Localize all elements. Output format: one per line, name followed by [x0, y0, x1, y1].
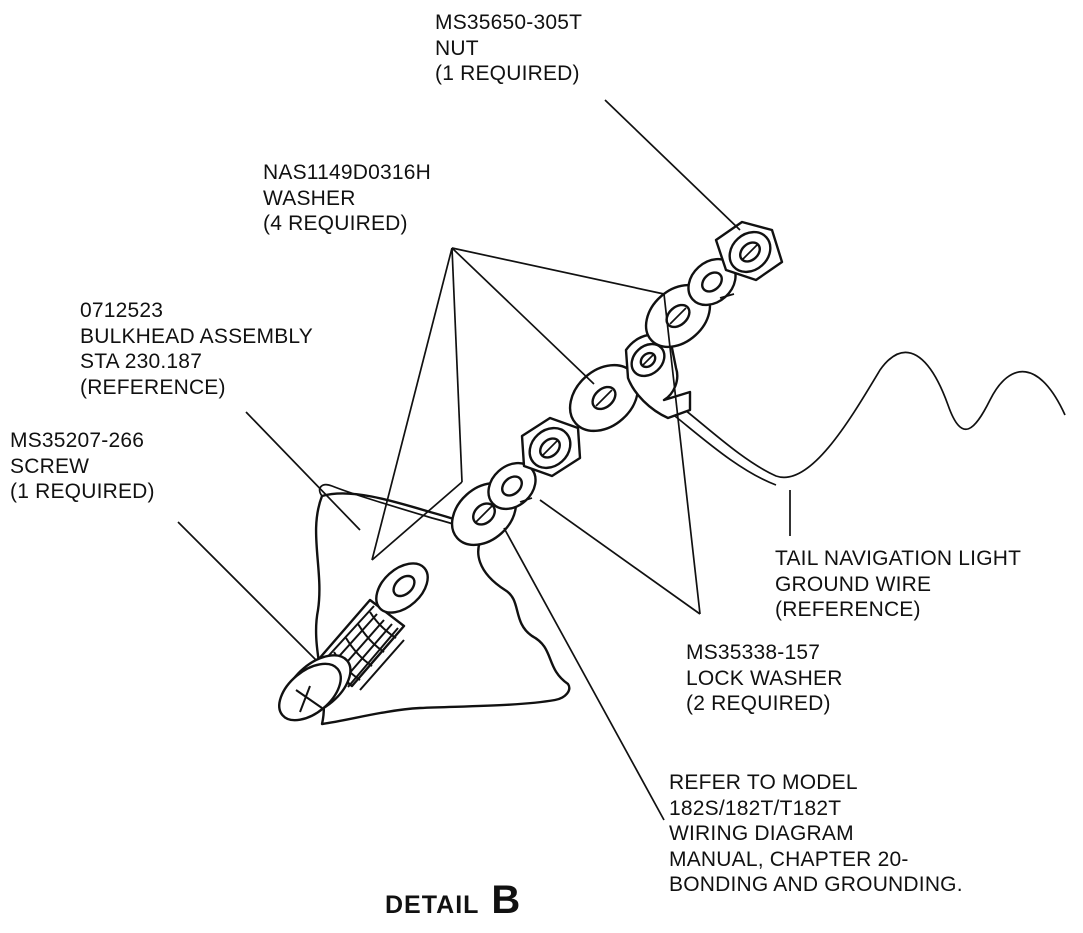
detail-caption: DETAIL B — [385, 878, 520, 923]
nut-1 — [520, 416, 582, 478]
screw — [278, 598, 406, 722]
reference-leader — [503, 527, 665, 821]
lock-washer-1 — [487, 461, 537, 511]
bulkhead-reference: (REFERENCE) — [80, 375, 226, 399]
bulkhead-name: BULKHEAD ASSEMBLY — [80, 324, 313, 348]
bulkhead-label: 0712523 BULKHEAD ASSEMBLY STA 230.187 (R… — [80, 298, 313, 400]
nut-top — [714, 220, 784, 282]
nut-quantity: (1 REQUIRED) — [435, 62, 580, 85]
washer-label: NAS1149D0316H WASHER (4 REQUIRED) — [263, 160, 431, 237]
reference-note-line-2: 182S/182T/T182T — [669, 796, 842, 820]
screw-quantity: (1 REQUIRED) — [10, 480, 155, 503]
washer-callout-lines — [371, 247, 701, 615]
nut-name: NUT — [435, 36, 479, 60]
detail-word: DETAIL — [385, 891, 480, 919]
reference-note: REFER TO MODEL 182S/182T/T182T WIRING DI… — [669, 770, 963, 898]
nut-label: MS35650-305T NUT (1 REQUIRED) — [435, 10, 582, 87]
bulkhead-plate — [314, 492, 571, 726]
nut-leader — [604, 99, 741, 231]
detail-letter: B — [491, 878, 521, 922]
ground-wire-label: TAIL NAVIGATION LIGHT GROUND WIRE (REFER… — [775, 546, 1021, 623]
reference-note-line-5: BONDING AND GROUNDING. — [669, 873, 963, 896]
reference-note-line-4: MANUAL, CHAPTER 20- — [669, 847, 909, 871]
lock-washer-name: LOCK WASHER — [686, 666, 843, 690]
washer-name: WASHER — [263, 186, 356, 210]
ground-wire-inner — [665, 408, 777, 486]
lock-washer-part-number: MS35338-157 — [686, 641, 821, 664]
screw-name: SCREW — [10, 454, 90, 478]
ground-wire-line-3: (REFERENCE) — [775, 598, 921, 621]
screw-leader — [177, 521, 317, 661]
reference-note-line-3: WIRING DIAGRAM — [669, 822, 854, 845]
bulkhead-part-number: 0712523 — [80, 299, 164, 322]
ground-wire-line-1: TAIL NAVIGATION LIGHT — [775, 547, 1022, 570]
screw-part-number: MS35207-266 — [10, 429, 145, 452]
washer-part-number: NAS1149D0316H — [263, 161, 431, 184]
nut-part-number: MS35650-305T — [435, 11, 583, 34]
ground-wire — [671, 351, 1066, 479]
screw-label: MS35207-266 SCREW (1 REQUIRED) — [10, 428, 155, 505]
washer-quantity: (4 REQUIRED) — [263, 212, 408, 235]
terminal-lug — [624, 333, 692, 420]
lock-washer-quantity: (2 REQUIRED) — [686, 692, 831, 715]
washer-bulkhead — [375, 562, 429, 614]
bulkhead-station: STA 230.187 — [80, 350, 203, 373]
ground-wire-line-2: GROUND WIRE — [775, 572, 932, 596]
reference-note-line-1: REFER TO MODEL — [669, 771, 858, 794]
lock-washer-label: MS35338-157 LOCK WASHER (2 REQUIRED) — [686, 640, 843, 717]
bulkhead-leader — [245, 411, 361, 531]
